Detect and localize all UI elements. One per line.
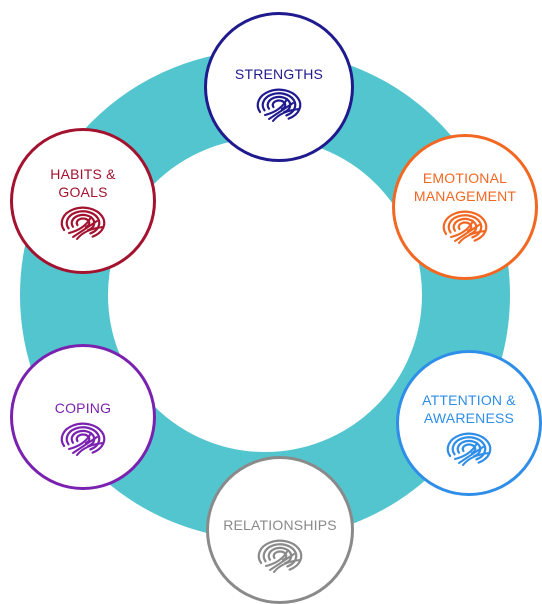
node-label-emotional-management: EMOTIONAL MANAGEMENT	[413, 170, 517, 204]
node-attention-awareness: ATTENTION & AWARENESS	[396, 350, 542, 496]
node-label-habits-goals: HABITS & GOALS	[50, 166, 116, 200]
node-label-coping: COPING	[54, 400, 112, 416]
node-strengths: STRENGTHS	[204, 12, 354, 162]
node-label-strengths: STRENGTHS	[234, 66, 324, 82]
fingerprint-swirl-icon	[60, 422, 106, 456]
node-coping: COPING	[10, 344, 156, 490]
fingerprint-swirl-icon	[256, 88, 302, 122]
fingerprint-swirl-icon	[257, 539, 303, 573]
fingerprint-swirl-icon	[446, 432, 492, 466]
fingerprint-swirl-icon	[442, 210, 488, 244]
node-emotional-management: EMOTIONAL MANAGEMENT	[392, 134, 538, 280]
node-label-relationships: RELATIONSHIPS	[223, 517, 337, 533]
node-label-attention-awareness: ATTENTION & AWARENESS	[422, 392, 516, 426]
node-relationships: RELATIONSHIPS	[206, 456, 354, 604]
fingerprint-swirl-icon	[60, 206, 106, 240]
node-habits-goals: HABITS & GOALS	[10, 128, 156, 274]
